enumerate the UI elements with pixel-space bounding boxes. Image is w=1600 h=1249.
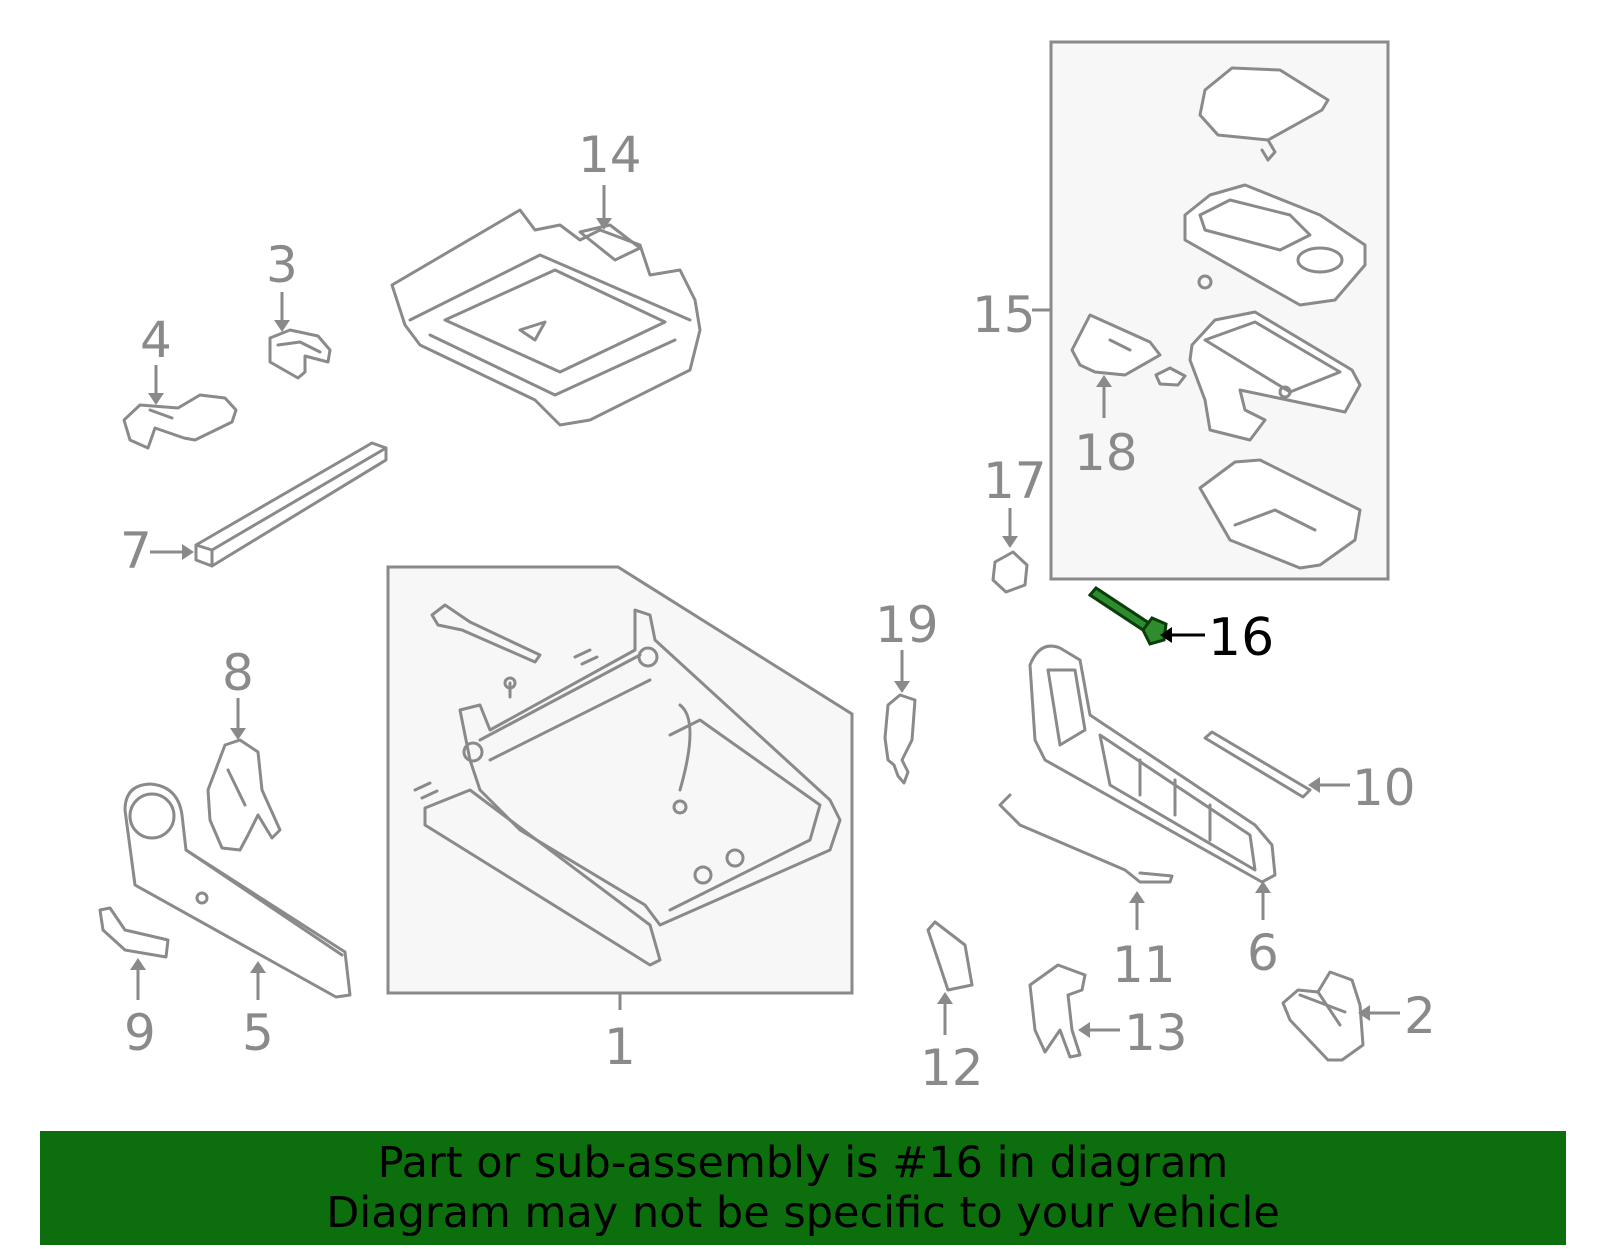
part-11-wire [998,793,1174,884]
part-4-cover [122,393,238,450]
callout-4: 4 [140,311,172,369]
arrow-3 [274,320,290,332]
callout-3: 3 [266,236,298,294]
part-2-clip [1281,970,1365,1062]
part-6-side-panel [1028,644,1277,884]
part-17-nut [991,550,1029,594]
frame-box-1 [386,565,854,995]
part-19-switch [883,693,917,785]
banner-line-2: Diagram may not be specific to your vehi… [326,1188,1280,1238]
arrow-4 [148,393,164,405]
arrow-5 [250,961,266,973]
callout-9: 9 [124,1004,156,1062]
banner-line-1: Part or sub-assembly is #16 in diagram [377,1138,1229,1188]
callout-17: 17 [983,452,1047,510]
callout-16: 16 [1208,608,1274,668]
arrow-6 [1255,881,1271,893]
callout-7: 7 [120,522,152,580]
arrow-8 [230,728,246,740]
part-9-trim [98,906,170,959]
callout-11: 11 [1112,936,1176,994]
arrow-17 [1002,536,1018,548]
part-15-armrest-assembly [1070,66,1367,570]
callout-13: 13 [1124,1004,1188,1062]
arrow-13 [1078,1022,1090,1038]
callout-14: 14 [578,126,642,184]
arrow-12 [937,992,953,1004]
part-5-side-rail [123,782,352,999]
arrow-14 [596,218,612,230]
part-16-bolt [1087,586,1168,646]
arrow-19 [894,681,910,693]
part-1-seat-frame [413,603,842,967]
part-10-strip [1203,730,1312,799]
arrow-18 [1096,375,1112,387]
arrow-10 [1308,777,1320,793]
callout-8: 8 [222,644,254,702]
callout-6: 6 [1247,924,1279,982]
callout-19: 19 [875,596,939,654]
arrow-11 [1129,891,1145,903]
callout-18: 18 [1074,424,1138,482]
callout-2: 2 [1404,987,1436,1045]
callout-1: 1 [604,1018,636,1076]
info-banner: Part or sub-assembly is #16 in diagram D… [40,1131,1566,1245]
arrow-9 [130,958,146,970]
arrow-7 [182,544,194,560]
part-8-bracket [206,738,282,852]
callout-10: 10 [1352,759,1416,817]
part-3-clip [268,328,332,380]
part-7-rail [194,441,388,568]
part-12-bracket [926,920,974,992]
arrow-2 [1358,1005,1370,1021]
callout-5: 5 [242,1004,274,1062]
arrow-16 [1160,627,1172,643]
callout-12: 12 [920,1039,984,1097]
part-13-bracket [1028,963,1087,1059]
callout-15: 15 [972,286,1036,344]
part-14-console-base [390,208,702,427]
